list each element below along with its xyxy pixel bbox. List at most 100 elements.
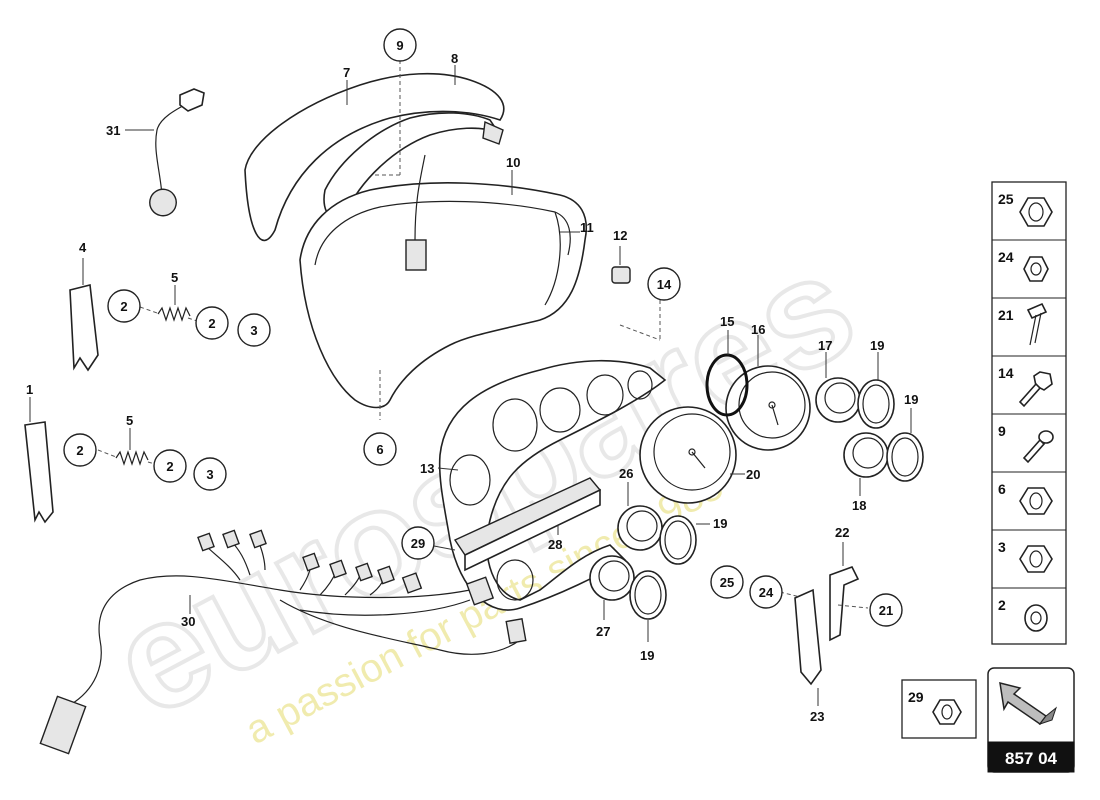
flange-nut-icon (1019, 197, 1053, 227)
part-15-ring (705, 330, 749, 417)
callout-labels: 31 7 8 10 11 12 4 5 1 5 13 15 16 17 19 1… (26, 51, 918, 724)
callout-30: 30 (181, 614, 195, 629)
part-5-spring-lower (97, 428, 159, 466)
svg-text:2: 2 (166, 459, 173, 474)
circled-callout-6: 6 (363, 432, 397, 466)
svg-text:14: 14 (998, 365, 1014, 381)
part-31-sensor-cable (125, 88, 205, 217)
callout-10: 10 (506, 155, 520, 170)
pan-screw-icon (1022, 430, 1054, 464)
circled-callout-3-upper: 3 (237, 313, 271, 347)
reference-block: 857 04 (987, 667, 1075, 773)
svg-text:9: 9 (396, 38, 403, 53)
circled-callout-24: 24 (749, 575, 783, 609)
svg-text:21: 21 (998, 307, 1014, 323)
part-20-speedometer (639, 406, 745, 504)
part-19-bezel-d (629, 570, 667, 642)
svg-text:29: 29 (411, 536, 425, 551)
legend-item-6: 6 (998, 481, 1053, 515)
callout-5-upper: 5 (171, 270, 178, 285)
legend-item-25: 25 (998, 191, 1053, 227)
countersunk-screw-icon (1026, 302, 1048, 346)
circled-callout-9: 9 (383, 28, 417, 62)
callout-8: 8 (451, 51, 458, 66)
svg-text:3: 3 (998, 539, 1006, 555)
svg-text:6: 6 (376, 442, 383, 457)
circled-callout-14: 14 (647, 267, 681, 301)
circled-callout-2-lower-left: 2 (63, 433, 97, 467)
part-19-bezel-c (659, 515, 710, 565)
svg-text:29: 29 (908, 689, 924, 705)
callout-20: 20 (746, 467, 760, 482)
svg-text:21: 21 (879, 603, 893, 618)
extra-part-29: 29 (901, 679, 977, 739)
part-27-gauge (589, 555, 635, 620)
legend-item-24: 24 (998, 249, 1049, 282)
callout-19-c: 19 (713, 516, 727, 531)
part-5-spring-upper (139, 285, 201, 323)
circled-callout-2-lower-right: 2 (153, 449, 187, 483)
callout-4: 4 (79, 240, 87, 255)
fastener-legend: 25 24 21 14 (991, 181, 1067, 645)
washer-icon (1024, 604, 1048, 632)
part-23-bracket (779, 588, 822, 706)
svg-text:14: 14 (657, 277, 672, 292)
callout-19-d: 19 (640, 648, 654, 663)
callout-7: 7 (343, 65, 350, 80)
svg-text:2: 2 (120, 299, 127, 314)
callout-27: 27 (596, 624, 610, 639)
circled-callout-25: 25 (710, 565, 744, 599)
part-10-cluster-housing (299, 154, 661, 420)
hex-nut-icon (1023, 256, 1049, 282)
callout-12: 12 (613, 228, 627, 243)
circled-callouts: 9 2 2 3 2 2 3 6 (63, 28, 903, 627)
callout-19-a: 19 (870, 338, 884, 353)
part-1-bracket (24, 397, 54, 524)
circled-callout-29: 29 (401, 526, 456, 560)
callout-16: 16 (751, 322, 765, 337)
svg-text:25: 25 (720, 575, 734, 590)
circled-callout-21: 21 (869, 593, 903, 627)
callout-22: 22 (835, 525, 849, 540)
callout-11: 11 (580, 220, 594, 235)
callout-13: 13 (420, 461, 434, 476)
legend-item-21: 21 (998, 302, 1048, 346)
callout-17: 17 (818, 338, 832, 353)
legend-item-9: 9 (998, 423, 1054, 464)
circled-callout-2-upper-right: 2 (195, 306, 229, 340)
svg-text:24: 24 (759, 585, 774, 600)
part-18-gauge (843, 432, 889, 496)
legend-item-2: 2 (998, 597, 1048, 632)
arrow-icon (999, 681, 1058, 726)
cap-nut-icon (932, 699, 962, 725)
part-19-bezel-b (886, 408, 924, 482)
circled-callout-3-lower: 3 (193, 457, 227, 491)
svg-text:9: 9 (998, 423, 1006, 439)
part-22-bracket (829, 542, 869, 642)
part-19-bezel-a (857, 352, 895, 429)
part-30-wiring-harness (39, 529, 527, 755)
hex-bolt-icon (1018, 371, 1053, 408)
svg-text:2: 2 (76, 443, 83, 458)
circled-callout-2-upper-left: 2 (107, 289, 141, 323)
svg-text:3: 3 (250, 323, 257, 338)
legend-item-14: 14 (998, 365, 1053, 408)
callout-23: 23 (810, 709, 824, 724)
callout-1: 1 (26, 382, 33, 397)
legend-item-3: 3 (998, 539, 1053, 573)
svg-text:2: 2 (998, 597, 1006, 613)
svg-text:24: 24 (998, 249, 1014, 265)
callout-18: 18 (852, 498, 866, 513)
callout-5-lower: 5 (126, 413, 133, 428)
callout-26: 26 (619, 466, 633, 481)
callout-31: 31 (106, 123, 120, 138)
callout-28: 28 (548, 537, 562, 552)
lock-nut-icon (1019, 545, 1053, 573)
part-12-cap (611, 246, 631, 284)
part-4-bracket (69, 258, 99, 372)
svg-text:25: 25 (998, 191, 1014, 207)
part-13-instrument-panel (437, 359, 667, 611)
part-28-connector-strip (453, 477, 602, 572)
callout-15: 15 (720, 314, 734, 329)
